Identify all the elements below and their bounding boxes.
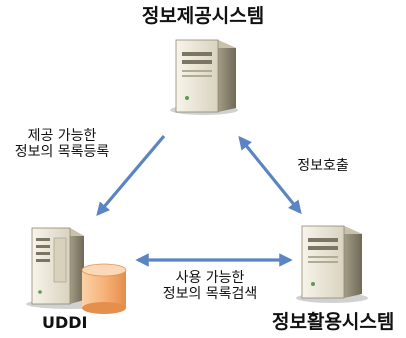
registry-label: UDDI — [42, 313, 88, 332]
publish-label-line2: 정보의 목록등록 — [14, 144, 110, 161]
search-label-line1: 사용 가능한 — [175, 270, 245, 286]
invoke-arrow — [238, 135, 302, 215]
search-label-line2: 정보의 목록검색 — [162, 286, 258, 303]
provider-label: 정보제공시스템 — [141, 5, 265, 27]
consumer-server-icon — [296, 225, 368, 303]
provider-server-icon — [170, 39, 238, 115]
invoke-edge-label: 정보호출 — [297, 158, 349, 174]
publish-label-line1: 제공 가능한 — [27, 128, 97, 144]
search-edge-label: 사용 가능한 정보의 목록검색 — [130, 270, 290, 302]
publish-edge-label: 제공 가능한 정보의 목록등록 — [4, 128, 120, 160]
publish-arrow — [96, 134, 166, 217]
consumer-label: 정보활용시스템 — [272, 311, 395, 333]
database-icon — [81, 263, 127, 314]
